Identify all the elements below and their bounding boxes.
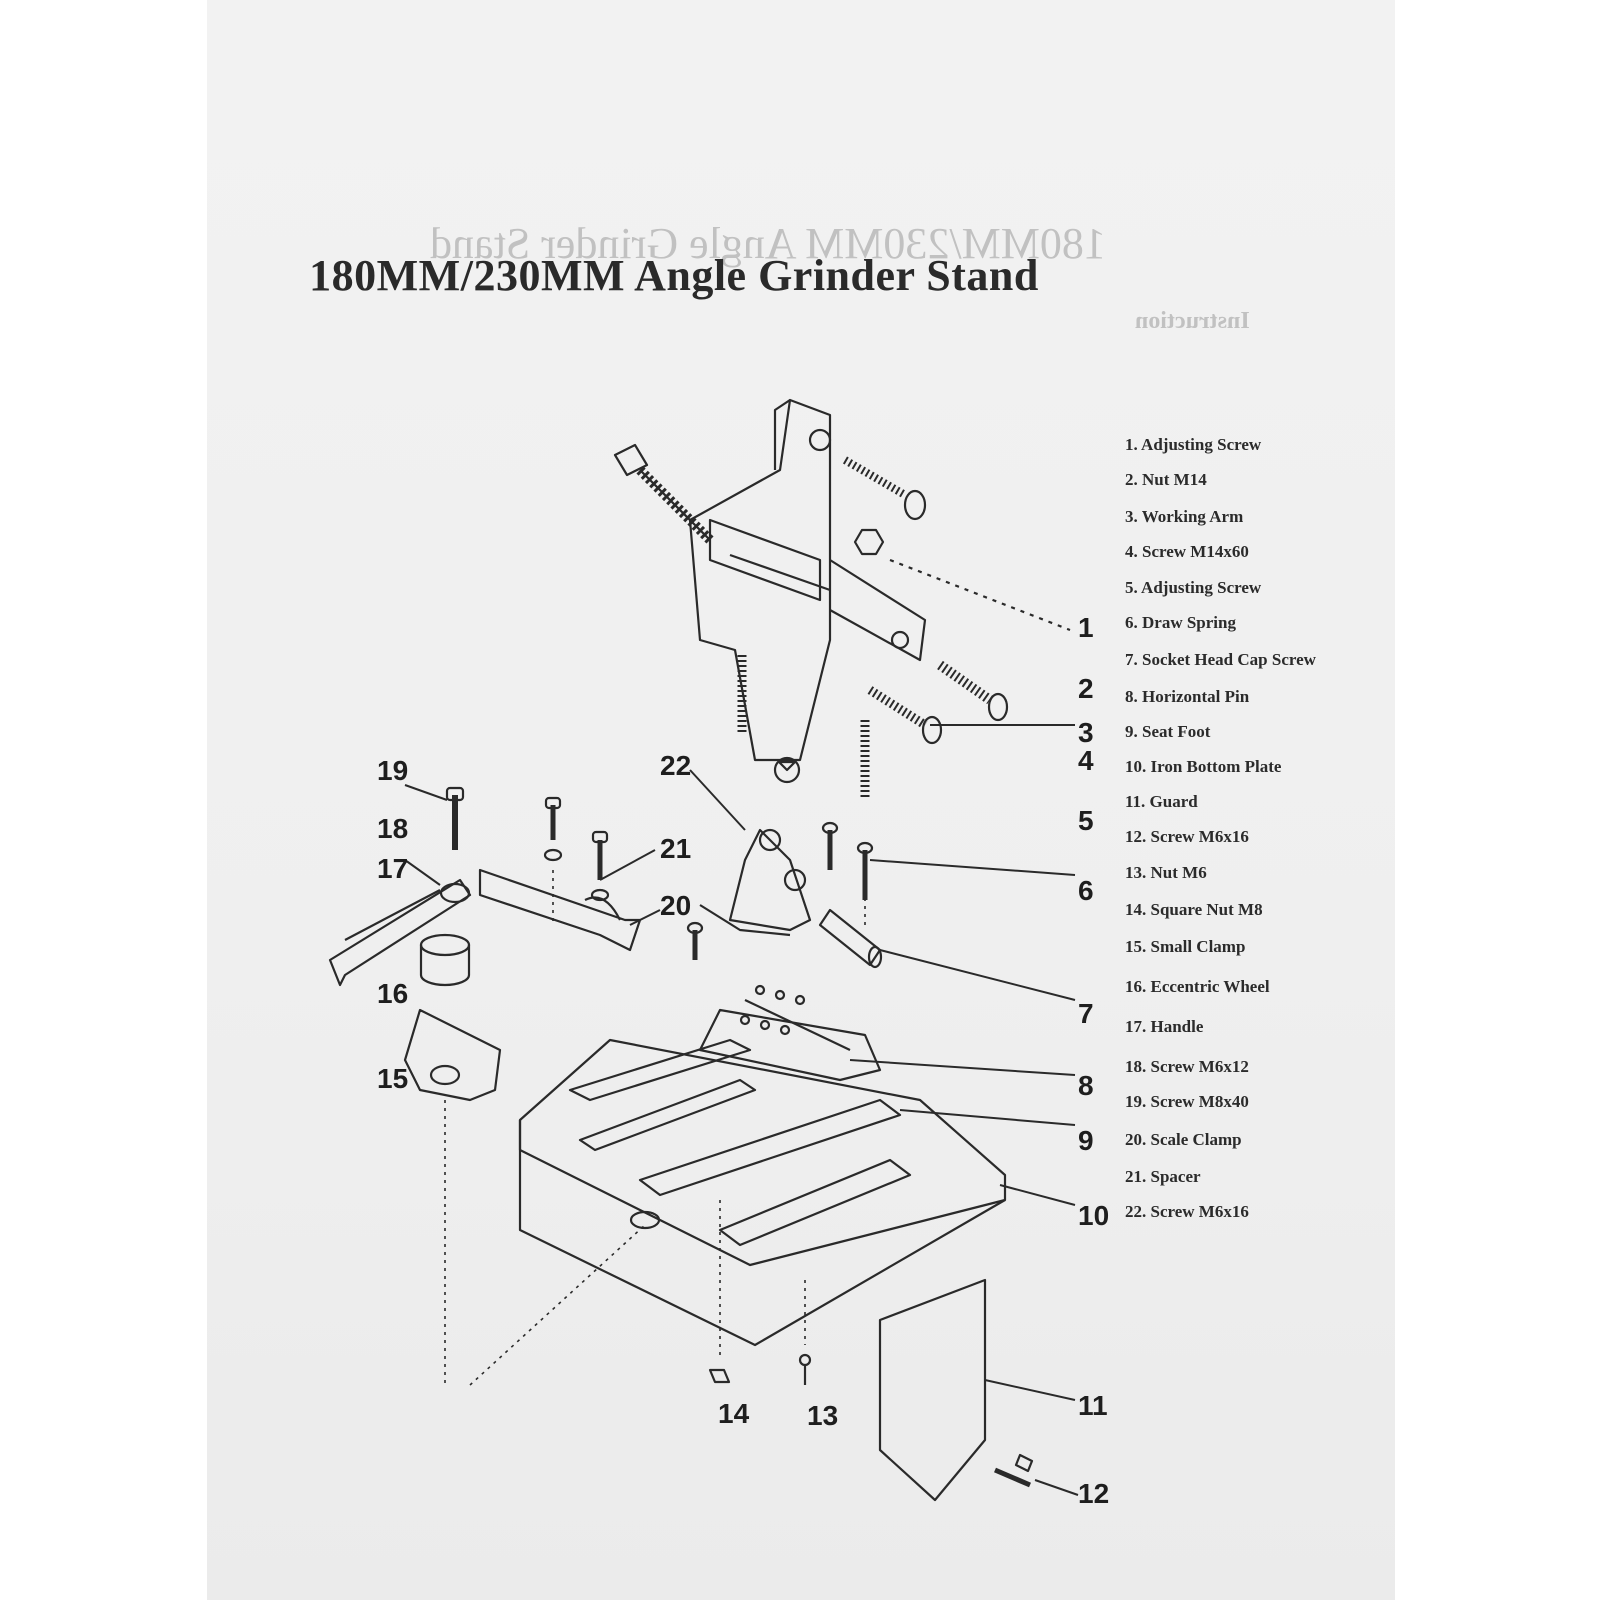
callout-number: 12 (1078, 1478, 1110, 1509)
callout-number: 17 (377, 853, 409, 884)
callout-number: 20 (660, 890, 692, 921)
callout-number: 14 (718, 1398, 750, 1429)
parts-list-item: 10. Iron Bottom Plate (1125, 757, 1282, 776)
parts-list-item: 20. Scale Clamp (1125, 1130, 1242, 1149)
callout-number: 3 (1078, 717, 1094, 748)
callout-number: 22 (660, 750, 692, 781)
parts-list-item: 21. Spacer (1125, 1167, 1201, 1186)
parts-list-item: 9. Seat Foot (1125, 722, 1211, 741)
adjusting-screw-1 (842, 456, 927, 521)
callout-number: 15 (377, 1063, 409, 1094)
parts-list-item: 22. Screw M6x16 (1125, 1202, 1249, 1221)
parts-list-item: 18. Screw M6x12 (1125, 1057, 1249, 1076)
callout-number: 9 (1078, 1125, 1094, 1156)
callout-number: 13 (807, 1400, 839, 1431)
parts-list-item: 5. Adjusting Screw (1125, 578, 1262, 597)
working-arm (688, 398, 927, 784)
callout-number: 8 (1078, 1070, 1094, 1101)
screw-m14x60 (613, 443, 714, 544)
parts-list-item: 19. Screw M8x40 (1125, 1092, 1249, 1111)
callout-number: 5 (1078, 805, 1094, 836)
callout-number: 18 (377, 813, 409, 844)
page-title: 180MM/230MM Angle Grinder Stand (309, 251, 1039, 300)
callout-number: 21 (660, 833, 692, 864)
parts-list-item: 8. Horizontal Pin (1125, 687, 1250, 706)
parts-list-item: 12. Screw M6x16 (1125, 827, 1249, 846)
callout-number: 2 (1078, 673, 1094, 704)
parts-list-item: 17. Handle (1125, 1017, 1204, 1036)
callout-number: 4 (1078, 745, 1094, 776)
callout-number: 10 (1078, 1200, 1110, 1231)
parts-list-item: 3. Working Arm (1125, 507, 1244, 526)
parts-list-item: 1. Adjusting Screw (1125, 435, 1262, 454)
callout-number: 1 (1078, 612, 1094, 643)
callout-number: 6 (1078, 875, 1094, 906)
parts-list-item: 16. Eccentric Wheel (1125, 977, 1270, 996)
parts-list-item: 7. Socket Head Cap Screw (1125, 650, 1316, 669)
paper-sheet (207, 0, 1395, 1600)
parts-list-item: 6. Draw Spring (1125, 613, 1236, 632)
parts-list-item: 14. Square Nut M8 (1125, 900, 1263, 919)
parts-list-item: 11. Guard (1125, 792, 1198, 811)
parts-list-item: 15. Small Clamp (1125, 937, 1246, 956)
callout-number: 7 (1078, 998, 1094, 1029)
parts-list-item: 4. Screw M14x60 (1125, 542, 1249, 561)
callout-number: 19 (377, 755, 409, 786)
callout-number: 11 (1078, 1390, 1108, 1421)
parts-list-item: 2. Nut M14 (1125, 470, 1207, 489)
callout-number: 16 (377, 978, 409, 1009)
parts-list-item: 13. Nut M6 (1125, 863, 1207, 882)
